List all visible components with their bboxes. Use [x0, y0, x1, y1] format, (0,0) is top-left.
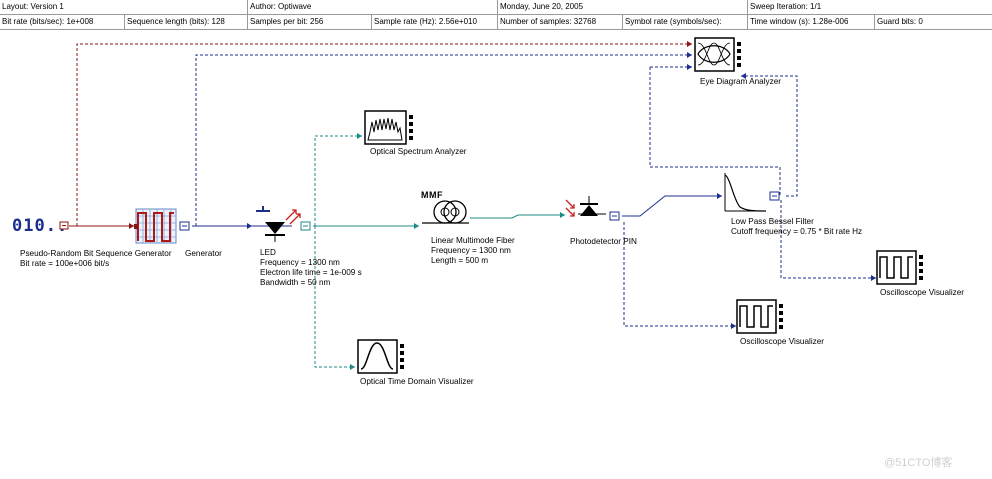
prbs-output-port-icon[interactable]: [12, 214, 70, 238]
multimode-fiber-block[interactable]: MMF: [419, 190, 473, 226]
samples-per-bit-cell: Samples per bit: 256: [248, 15, 372, 29]
bit-rate-cell: Bit rate (bits/sec): 1e+008: [0, 15, 125, 29]
prbs-bitrate-param: Bit rate = 100e+006 bit/s: [20, 259, 110, 268]
oscilloscope-1-name-label: Oscilloscope Visualizer: [880, 288, 965, 297]
nrz-pulse-generator-block[interactable]: [134, 207, 194, 247]
electrical-signal-wires[interactable]: [192, 54, 876, 327]
optical-time-domain-visualizer-block[interactable]: [357, 339, 409, 375]
number-of-samples-cell: Number of samples: 32768: [498, 15, 623, 29]
oscilloscope-square-wave-icon: [736, 299, 783, 334]
binary-signal-wires[interactable]: [69, 43, 692, 227]
led-bandwidth-param: Bandwidth = 50 nm: [260, 278, 331, 287]
led-electron-lifetime-param: Electron life time = 1e-009 s: [260, 268, 362, 277]
date-cell: Monday, June 20, 2005: [498, 0, 748, 14]
optical-spectrum-analyzer-block[interactable]: [364, 110, 416, 146]
prbs-generator-block[interactable]: 010..: [12, 214, 70, 238]
global-parameters-row: Bit rate (bits/sec): 1e+008 Sequence len…: [0, 15, 992, 30]
mmf-length-param: Length = 500 m: [431, 256, 489, 265]
nrz-pulse-icon: [134, 208, 190, 244]
led-diode-icon: [252, 206, 311, 242]
nrz-generator-name-label: Generator: [185, 249, 222, 258]
led-name-label: LED: [260, 248, 276, 257]
fiber-spool-icon: [422, 200, 469, 224]
guard-bits-cell: Guard bits: 0: [877, 17, 923, 26]
prbs-name-label: Pseudo-Random Bit Sequence Generator: [20, 249, 172, 258]
mmf-name-label: Linear Multimode Fiber: [431, 236, 515, 245]
time-window-cell: Time window (s): 1.28e-006: [748, 15, 875, 29]
author-cell: Author: Optiwave: [248, 0, 498, 14]
spectrum-icon: [364, 110, 413, 145]
eye-analyzer-name-label: Eye Diagram Analyzer: [700, 77, 781, 86]
otdv-name-label: Optical Time Domain Visualizer: [360, 377, 474, 386]
led-frequency-param: Frequency = 1300 nm: [260, 258, 340, 267]
sweep-iteration-cell: Sweep Iteration: 1/1: [750, 2, 822, 11]
sample-rate-cell: Sample rate (Hz): 2.56e+010: [372, 15, 498, 29]
pin-name-label: Photodetector PIN: [570, 237, 637, 246]
binary-sequence-icon: 010..: [12, 216, 69, 236]
photodiode-icon: [565, 196, 620, 221]
led-block[interactable]: [250, 206, 316, 246]
filter-response-icon: [724, 173, 780, 212]
eye-diagram-analyzer-block[interactable]: [694, 37, 746, 73]
lpf-name-label: Low Pass Bessel Filter: [731, 217, 814, 226]
mmf-frequency-param: Frequency = 1300 nm: [431, 246, 511, 255]
sequence-length-cell: Sequence length (bits): 128: [125, 15, 248, 29]
oscilloscope-2-name-label: Oscilloscope Visualizer: [740, 337, 825, 346]
time-domain-waveform-icon: [357, 339, 404, 374]
symbol-rate-cell: Symbol rate (symbols/sec):: [623, 15, 748, 29]
lpf-cutoff-param: Cutoff frequency = 0.75 * Bit rate Hz: [731, 227, 863, 236]
mmf-tag-label: MMF: [421, 190, 443, 200]
osa-name-label: Optical Spectrum Analyzer: [370, 147, 467, 156]
oscilloscope-visualizer-pin-block[interactable]: [736, 299, 788, 335]
layout-info-row: Layout: Version 1 Author: Optiwave Monda…: [0, 0, 992, 15]
watermark-text: @51CTO博客: [884, 457, 953, 469]
optical-signal-wires[interactable]: [313, 135, 565, 368]
oscilloscope-visualizer-filtered-block[interactable]: [876, 250, 928, 286]
photodetector-pin-block[interactable]: [564, 196, 626, 232]
low-pass-bessel-filter-block[interactable]: [722, 171, 792, 213]
oscilloscope-square-wave-icon: [876, 250, 923, 285]
eye-diagram-icon: [694, 37, 741, 72]
layout-name-cell: Layout: Version 1: [0, 0, 248, 14]
